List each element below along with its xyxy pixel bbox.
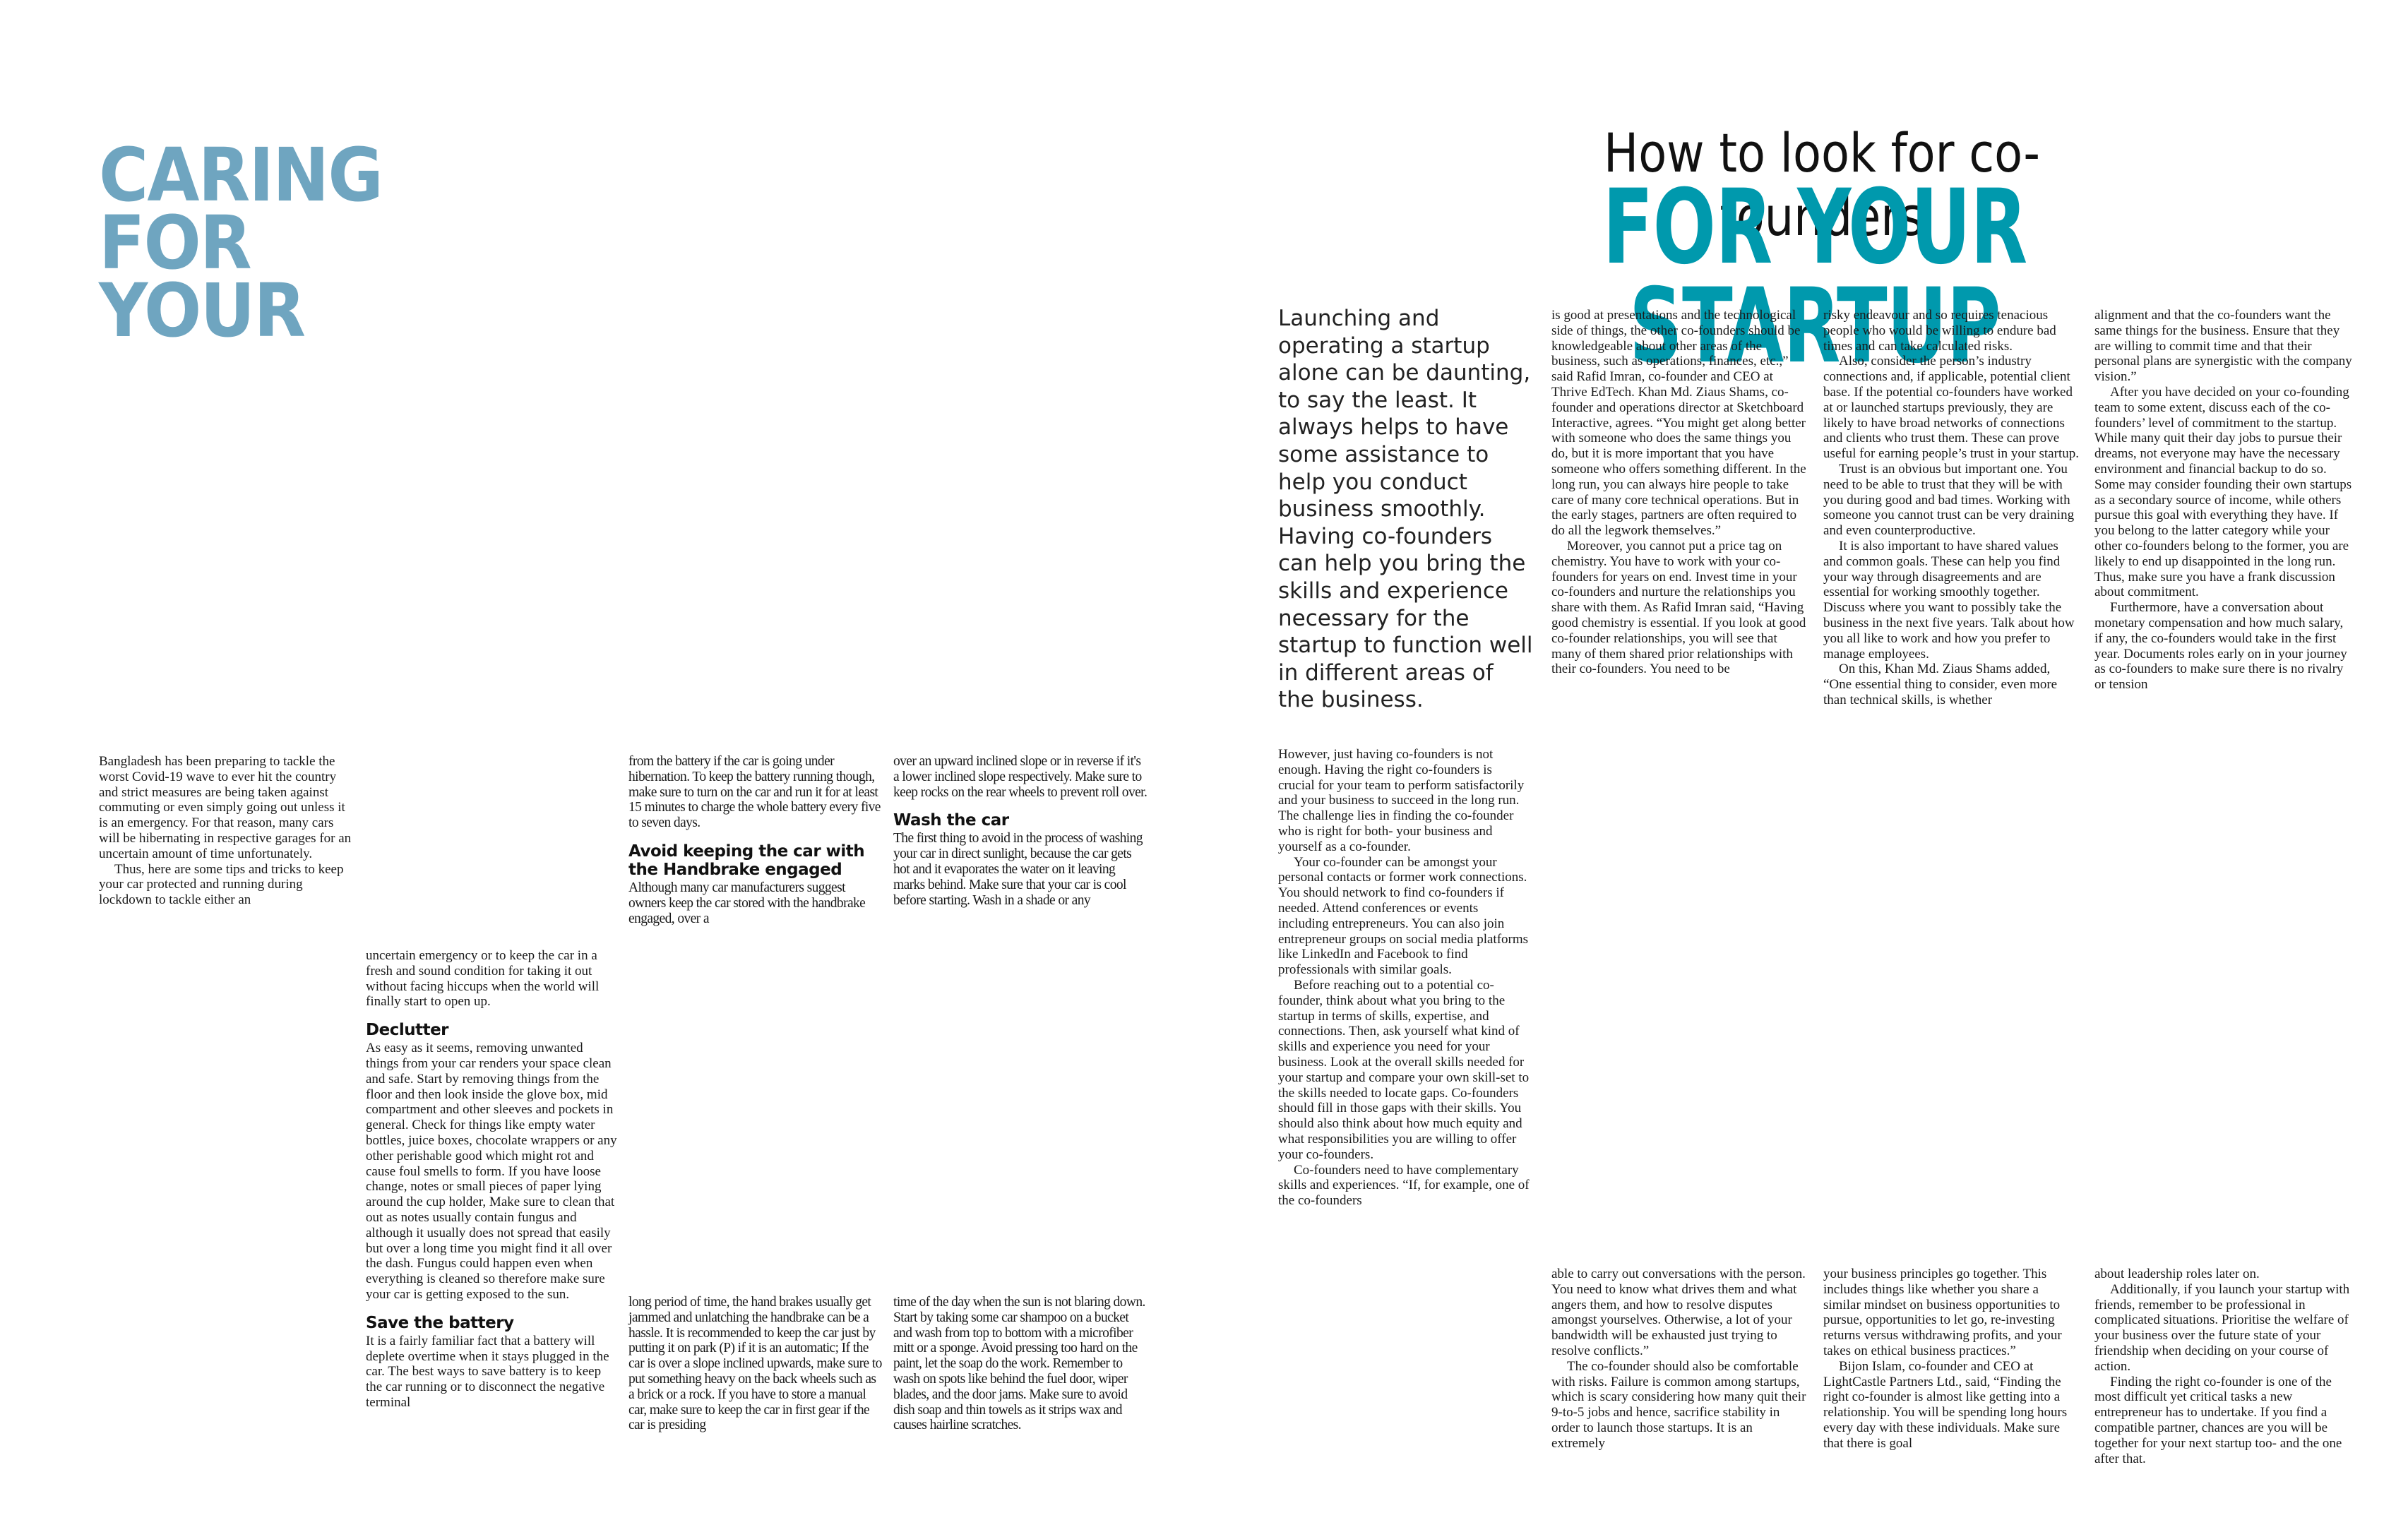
body-paragraph: However, just having co-founders is not …	[1278, 747, 1525, 854]
startup-column-4-top: alignment and that the co-founders want …	[2094, 308, 2354, 693]
startup-column-2-top: is good at presentations and the technol…	[1551, 308, 1807, 677]
body-paragraph: able to carry out conversations with the…	[1551, 1267, 1806, 1358]
car-column-3-top: from the battery if the car is going und…	[628, 754, 883, 926]
body-paragraph: is good at presentations and the technol…	[1551, 308, 1806, 539]
body-paragraph: Although many car manufacturers suggest …	[628, 880, 866, 926]
body-paragraph: On this, Khan Md. Ziaus Shams added, “On…	[1823, 662, 2058, 707]
car-column-3-bottom: long period of time, the hand brakes usu…	[628, 1295, 883, 1433]
body-paragraph: Thus, here are some tips and tricks to k…	[99, 861, 344, 908]
body-paragraph: The co-founder should also be comfortabl…	[1551, 1358, 1806, 1451]
body-paragraph: Moreover, you cannot put a price tag on …	[1551, 538, 1806, 677]
startup-article-kicker: How to look for co-founders	[1604, 121, 2040, 248]
body-paragraph: As easy as it seems, removing unwanted t…	[366, 1041, 617, 1302]
section-heading: Declutter	[366, 1021, 449, 1040]
startup-article-intro: Launching and operating a startup alone …	[1278, 306, 1533, 713]
title-line: FOR	[99, 200, 252, 286]
body-paragraph: time of the day when the sun is not blar…	[893, 1295, 1145, 1433]
body-paragraph: Trust is an obvious but important one. Y…	[1823, 461, 2075, 539]
car-article-title: CARING FOR YOUR	[99, 132, 407, 354]
car-column-4-bottom: time of the day when the sun is not blar…	[893, 1295, 1148, 1433]
title-line: YOUR	[99, 268, 306, 354]
body-paragraph: After you have decided on your co-foundi…	[2094, 384, 2352, 600]
car-column-2: uncertain emergency or to keep the car i…	[366, 948, 619, 1411]
body-paragraph: risky endeavour and so requires tenaciou…	[1823, 308, 2056, 354]
body-paragraph: Furthermore, have a conversation about m…	[2094, 600, 2347, 693]
startup-column-2-bottom: able to carry out conversations with the…	[1551, 1267, 1807, 1452]
body-paragraph: Finding the right co-founder is one of t…	[2094, 1374, 2342, 1466]
body-paragraph: Before reaching out to a potential co-fo…	[1278, 977, 1530, 1162]
body-paragraph: alignment and that the co-founders want …	[2094, 308, 2352, 385]
body-paragraph: Co-founders need to have complementary s…	[1278, 1162, 1530, 1209]
startup-column-3-top: risky endeavour and so requires tenaciou…	[1823, 308, 2079, 708]
body-paragraph: Bijon Islam, co-founder and CEO at Light…	[1823, 1358, 2068, 1451]
body-paragraph: Your co-founder can be amongst your pers…	[1278, 854, 1529, 978]
section-heading: Avoid keeping the car with the Handbrake…	[628, 842, 865, 879]
body-paragraph: Additionally, if you launch your startup…	[2094, 1281, 2350, 1374]
startup-column-1: However, just having co-founders is not …	[1278, 747, 1531, 1209]
body-paragraph: uncertain emergency or to keep the car i…	[366, 948, 600, 1010]
car-column-1: Bangladesh has been preparing to tackle …	[99, 754, 354, 908]
car-column-4-top: over an upward inclined slope or in reve…	[893, 754, 1148, 908]
body-paragraph: Bangladesh has been preparing to tackle …	[99, 754, 352, 861]
title-line: CARING	[99, 132, 383, 218]
body-paragraph: It is a fairly familiar fact that a batt…	[366, 1333, 609, 1410]
body-paragraph: long period of time, the hand brakes usu…	[628, 1295, 882, 1433]
section-heading: Save the battery	[366, 1313, 514, 1332]
startup-column-4-bottom: about leadership roles later on.Addition…	[2094, 1267, 2354, 1466]
section-heading: Wash the car	[893, 811, 1009, 830]
body-paragraph: your business principles go together. Th…	[1823, 1267, 2062, 1358]
body-paragraph: over an upward inclined slope or in reve…	[893, 754, 1148, 800]
body-paragraph: It is also important to have shared valu…	[1823, 538, 2075, 662]
body-paragraph: from the battery if the car is going und…	[628, 754, 881, 831]
startup-column-3-bottom: your business principles go together. Th…	[1823, 1267, 2079, 1452]
startup-article-headline: FOR YOUR STARTUP	[1602, 167, 2028, 386]
body-paragraph: Also, consider the person’s industry con…	[1823, 354, 2079, 462]
body-paragraph: about leadership roles later on.	[2094, 1267, 2260, 1281]
body-paragraph: The first thing to avoid in the process …	[893, 831, 1143, 908]
